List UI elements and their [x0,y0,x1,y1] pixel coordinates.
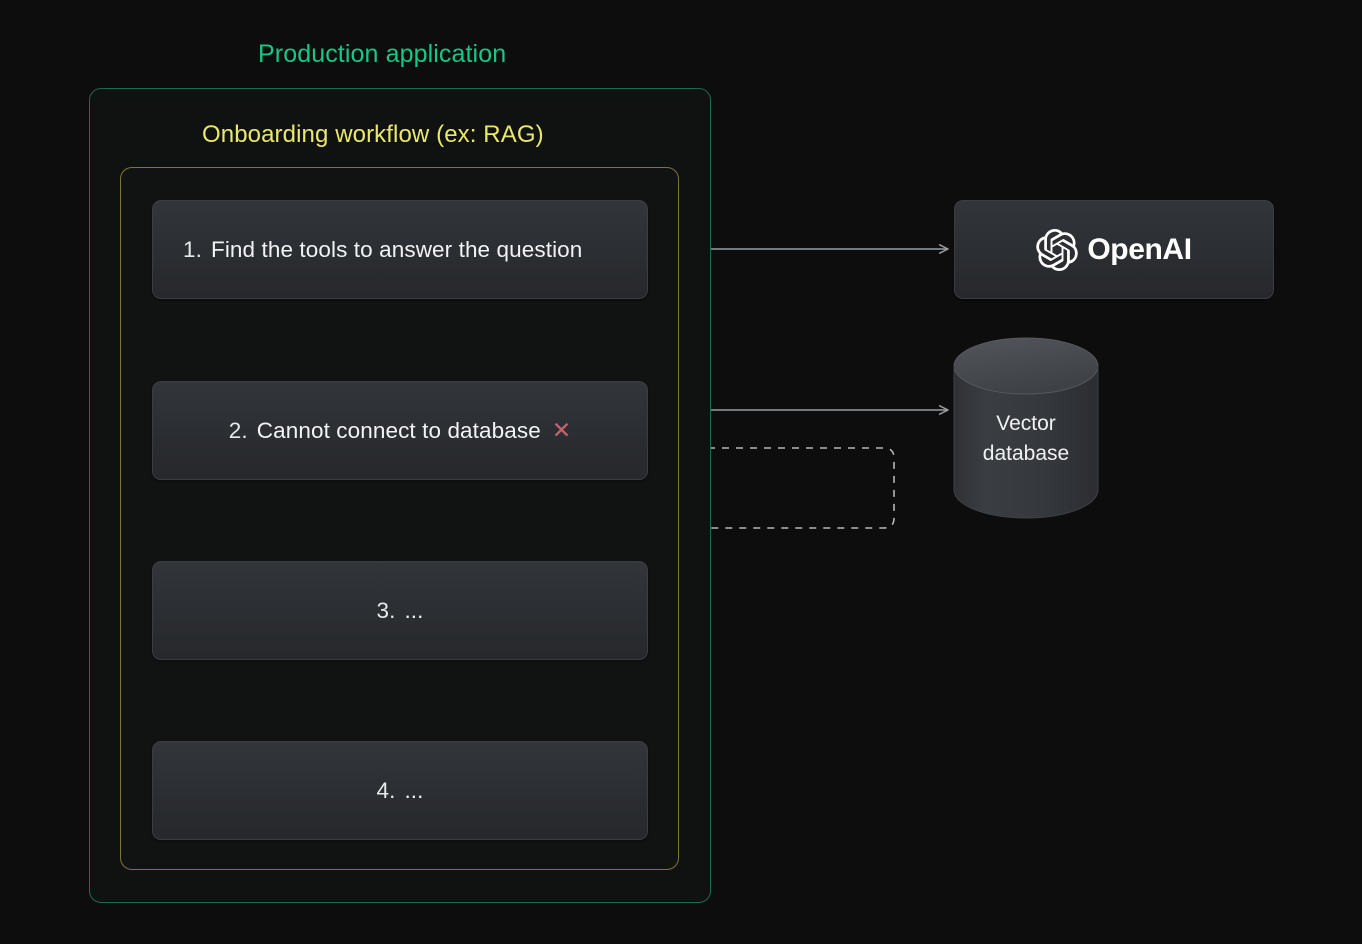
step-2-label: Cannot connect to database [256,417,541,443]
workflow-step-3[interactable]: 3. ... [152,561,648,660]
step-4-number: 4. [376,777,396,803]
onboarding-workflow-title: Onboarding workflow (ex: RAG) [202,121,544,148]
openai-wordmark: OpenAI [1087,232,1192,266]
openai-service-box[interactable]: OpenAI [954,200,1274,299]
production-application-title: Production application [258,40,507,68]
workflow-step-4[interactable]: 4. ... [152,741,648,840]
error-x-icon: ✕ [551,417,572,443]
step-1-label: Find the tools to answer the question [210,236,583,262]
workflow-step-2[interactable]: 2. Cannot connect to database ✕ [152,381,648,480]
step-4-label: ... [404,777,424,803]
step-3-number: 3. [376,597,396,623]
step-1-number: 1. [183,236,202,262]
database-cylinder-icon [953,337,1099,519]
step-3-label: ... [404,597,424,623]
openai-logo-icon [1036,228,1079,271]
workflow-step-1[interactable]: 1. Find the tools to answer the question [152,200,648,299]
step-2-number: 2. [228,417,248,443]
